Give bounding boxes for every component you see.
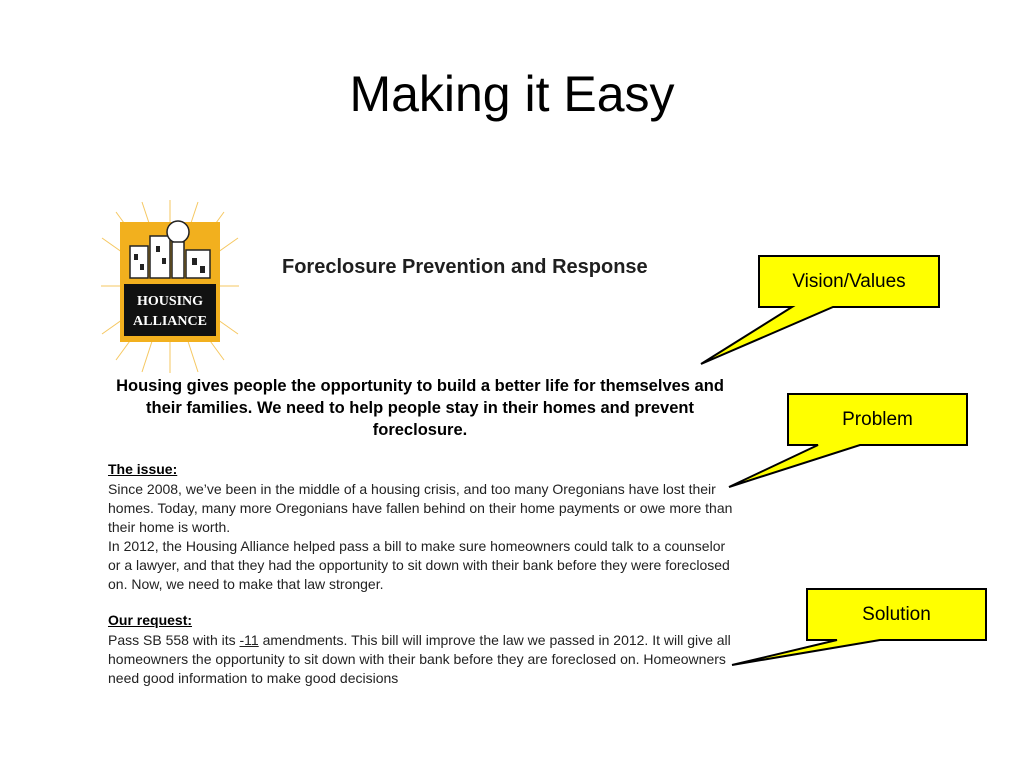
solution-callout-shape [731, 588, 987, 666]
problem-callout-label: Problem [842, 409, 913, 430]
request-heading: Our request: [108, 612, 193, 628]
logo-line-housing: HOUSING [136, 294, 204, 309]
issue-paragraph-2: In 2012, the Housing Alliance helped pas… [108, 538, 730, 592]
housing-alliance-logo [101, 200, 239, 373]
vision-statement: Housing gives people the opportunity to … [116, 377, 724, 439]
issue-body: Since 2008, we’ve been in the middle of … [108, 480, 736, 594]
slide-title: Making it Easy [349, 66, 675, 122]
vision-callout-label: Vision/Values [792, 271, 906, 292]
logo-text-panel [124, 284, 216, 336]
request-text-start: Pass SB 558 with its [108, 632, 240, 648]
amendment-number: -11 [239, 632, 259, 648]
request-text-end: amendments. This bill will improve the l… [108, 632, 731, 686]
issue-paragraph-1: Since 2008, we’ve been in the middle of … [108, 481, 733, 535]
request-body: Pass SB 558 with its -11 amendments. Thi… [108, 631, 736, 688]
request-paragraph: Pass SB 558 with its -11 amendments. Thi… [108, 631, 736, 688]
document-title: Foreclosure Prevention and Response [282, 256, 648, 278]
house-skyline [129, 220, 211, 279]
logo-line-alliance: ALLIANCE [133, 314, 207, 329]
solution-callout-label: Solution [862, 604, 931, 625]
logo-wordmark: HOUSING ALLIANCE [122, 292, 218, 332]
issue-heading: The issue: [108, 461, 178, 477]
